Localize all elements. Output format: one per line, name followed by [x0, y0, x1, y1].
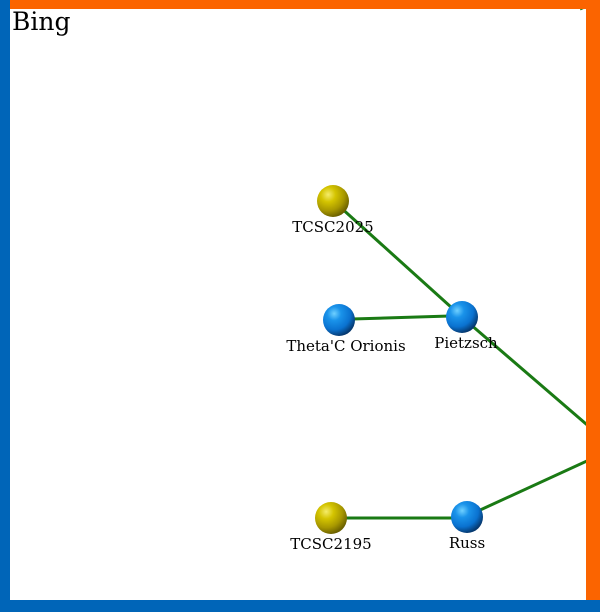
edges-layer [337, 0, 600, 520]
edge-tcsc2025-pietzsch[interactable] [337, 204, 464, 319]
window-border-left [0, 0, 10, 612]
edge-theta-pietzsch[interactable] [351, 314, 451, 321]
node-label-russ: Russ [448, 534, 486, 552]
node-label-tcsc2025: TCSC2025 [292, 218, 374, 236]
window-border-right [586, 0, 600, 600]
edge-russ-offscreen[interactable] [477, 453, 600, 513]
node-label-pietzsch: Pietzsch [434, 334, 498, 352]
page-title: Bing [12, 7, 71, 36]
graph-node-tcsc2025[interactable] [317, 185, 349, 217]
graph-node-pietzsch[interactable] [446, 301, 478, 333]
edge-pietzsch-offscreen[interactable] [469, 322, 600, 438]
node-label-theta-c-orionis: Theta'C Orionis [286, 337, 406, 355]
window-border-bottom [0, 600, 600, 612]
graph-node-russ[interactable] [451, 501, 483, 533]
window-border-top [10, 0, 600, 9]
graph-node-tcsc2195[interactable] [315, 502, 347, 534]
nodes-layer [315, 185, 483, 534]
graph-node-theta-c-orionis[interactable] [323, 304, 355, 336]
node-label-tcsc2195: TCSC2195 [290, 535, 372, 553]
